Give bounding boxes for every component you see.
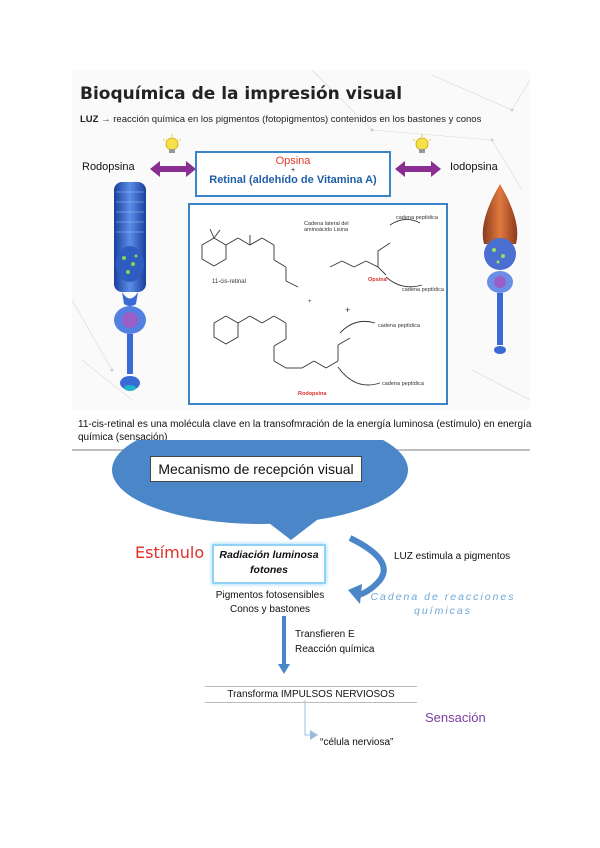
mechanism-title-box: Mecanismo de recepción visual: [150, 456, 362, 482]
celula-nerviosa-label: “célula nerviosa”: [320, 737, 394, 748]
luz-bold: LUZ: [80, 114, 99, 125]
peptide-chain-label-2: cadena peptídica: [402, 287, 444, 293]
cone-cell-illustration: [482, 184, 518, 354]
luz-text: → reacción química en los pigmentos (fot…: [101, 114, 482, 125]
transfieren-line-2: Reacción química: [295, 644, 375, 655]
luz-description: LUZ → reacción química en los pigmentos …: [80, 114, 530, 125]
radiacion-line-2: fotones: [250, 564, 288, 576]
cadena-line-2: químicas: [413, 605, 472, 617]
peptide-chain-label-3: cadena peptídica: [378, 323, 420, 329]
transforma-label: Transforma IMPULSOS NERVIOSOS: [205, 686, 417, 703]
sensacion-label: Sensación: [425, 710, 486, 725]
rodopsina-structure-label: Rodopsina: [298, 391, 327, 397]
opsina-retinal-box: Opsina + Retinal (aldehído de Vitamina A…: [195, 151, 391, 197]
peptide-chain-label-4: cadena peptídica: [382, 381, 424, 387]
retinal-caption: 11-cis-retinal es una molécula clave en …: [78, 419, 532, 443]
pigmentos-line-2: Conos y bastones: [229, 604, 311, 615]
opsina-structure-label: Opsina: [368, 277, 387, 283]
lightbulb-icon: [412, 134, 432, 153]
opsina-label: Opsina: [275, 155, 311, 167]
radiacion-box: Radiación luminosa fotones: [212, 544, 326, 584]
rod-cell-illustration: [114, 182, 146, 391]
cis-retinal-label: 11-cis-retinal: [212, 279, 246, 285]
network-decoration: [72, 70, 530, 401]
radiacion-line-1: Radiación luminosa: [219, 549, 319, 561]
transfieren-line-1: Transfieren E: [295, 629, 355, 640]
iodopsina-label: Iodopsina: [450, 161, 498, 173]
transfieren-label: Transfieren E Reacción química: [295, 627, 374, 657]
svg-text:+: +: [308, 299, 312, 305]
double-arrow-left-icon: [150, 161, 196, 177]
estimulo-label: Estímulo: [135, 543, 205, 562]
page-title: Bioquímica de la impresión visual: [80, 84, 403, 104]
cadena-reacciones-label: Cadena de reacciones químicas: [368, 590, 518, 618]
pigmentos-line-1: Pigmentos fotosensibles: [215, 590, 325, 601]
pigmentos-label: Pigmentos fotosensibles Conos y bastones: [206, 589, 334, 617]
double-arrow-right-icon: [395, 161, 441, 177]
svg-text:+: +: [345, 305, 350, 315]
rodopsina-label: Rodopsina: [82, 161, 135, 173]
chemical-structure-diagram: + +: [201, 219, 423, 386]
lightbulb-icon: [162, 134, 182, 153]
chemical-structure-box: + + 11-cis-retinal Cadena lateral del am…: [188, 203, 448, 405]
cadena-line-1: Cadena de reacciones: [370, 591, 516, 603]
lysine-side-chain-label: Cadena lateral del aminoácido Lisina: [304, 221, 349, 233]
plus-sign: +: [290, 167, 296, 174]
peptide-chain-label-1: cadena peptídica: [396, 215, 438, 221]
luz-estimula-label: LUZ estimula a pigmentos: [394, 551, 511, 562]
retinal-label: Retinal (aldehído de Vitamina A): [209, 174, 377, 186]
